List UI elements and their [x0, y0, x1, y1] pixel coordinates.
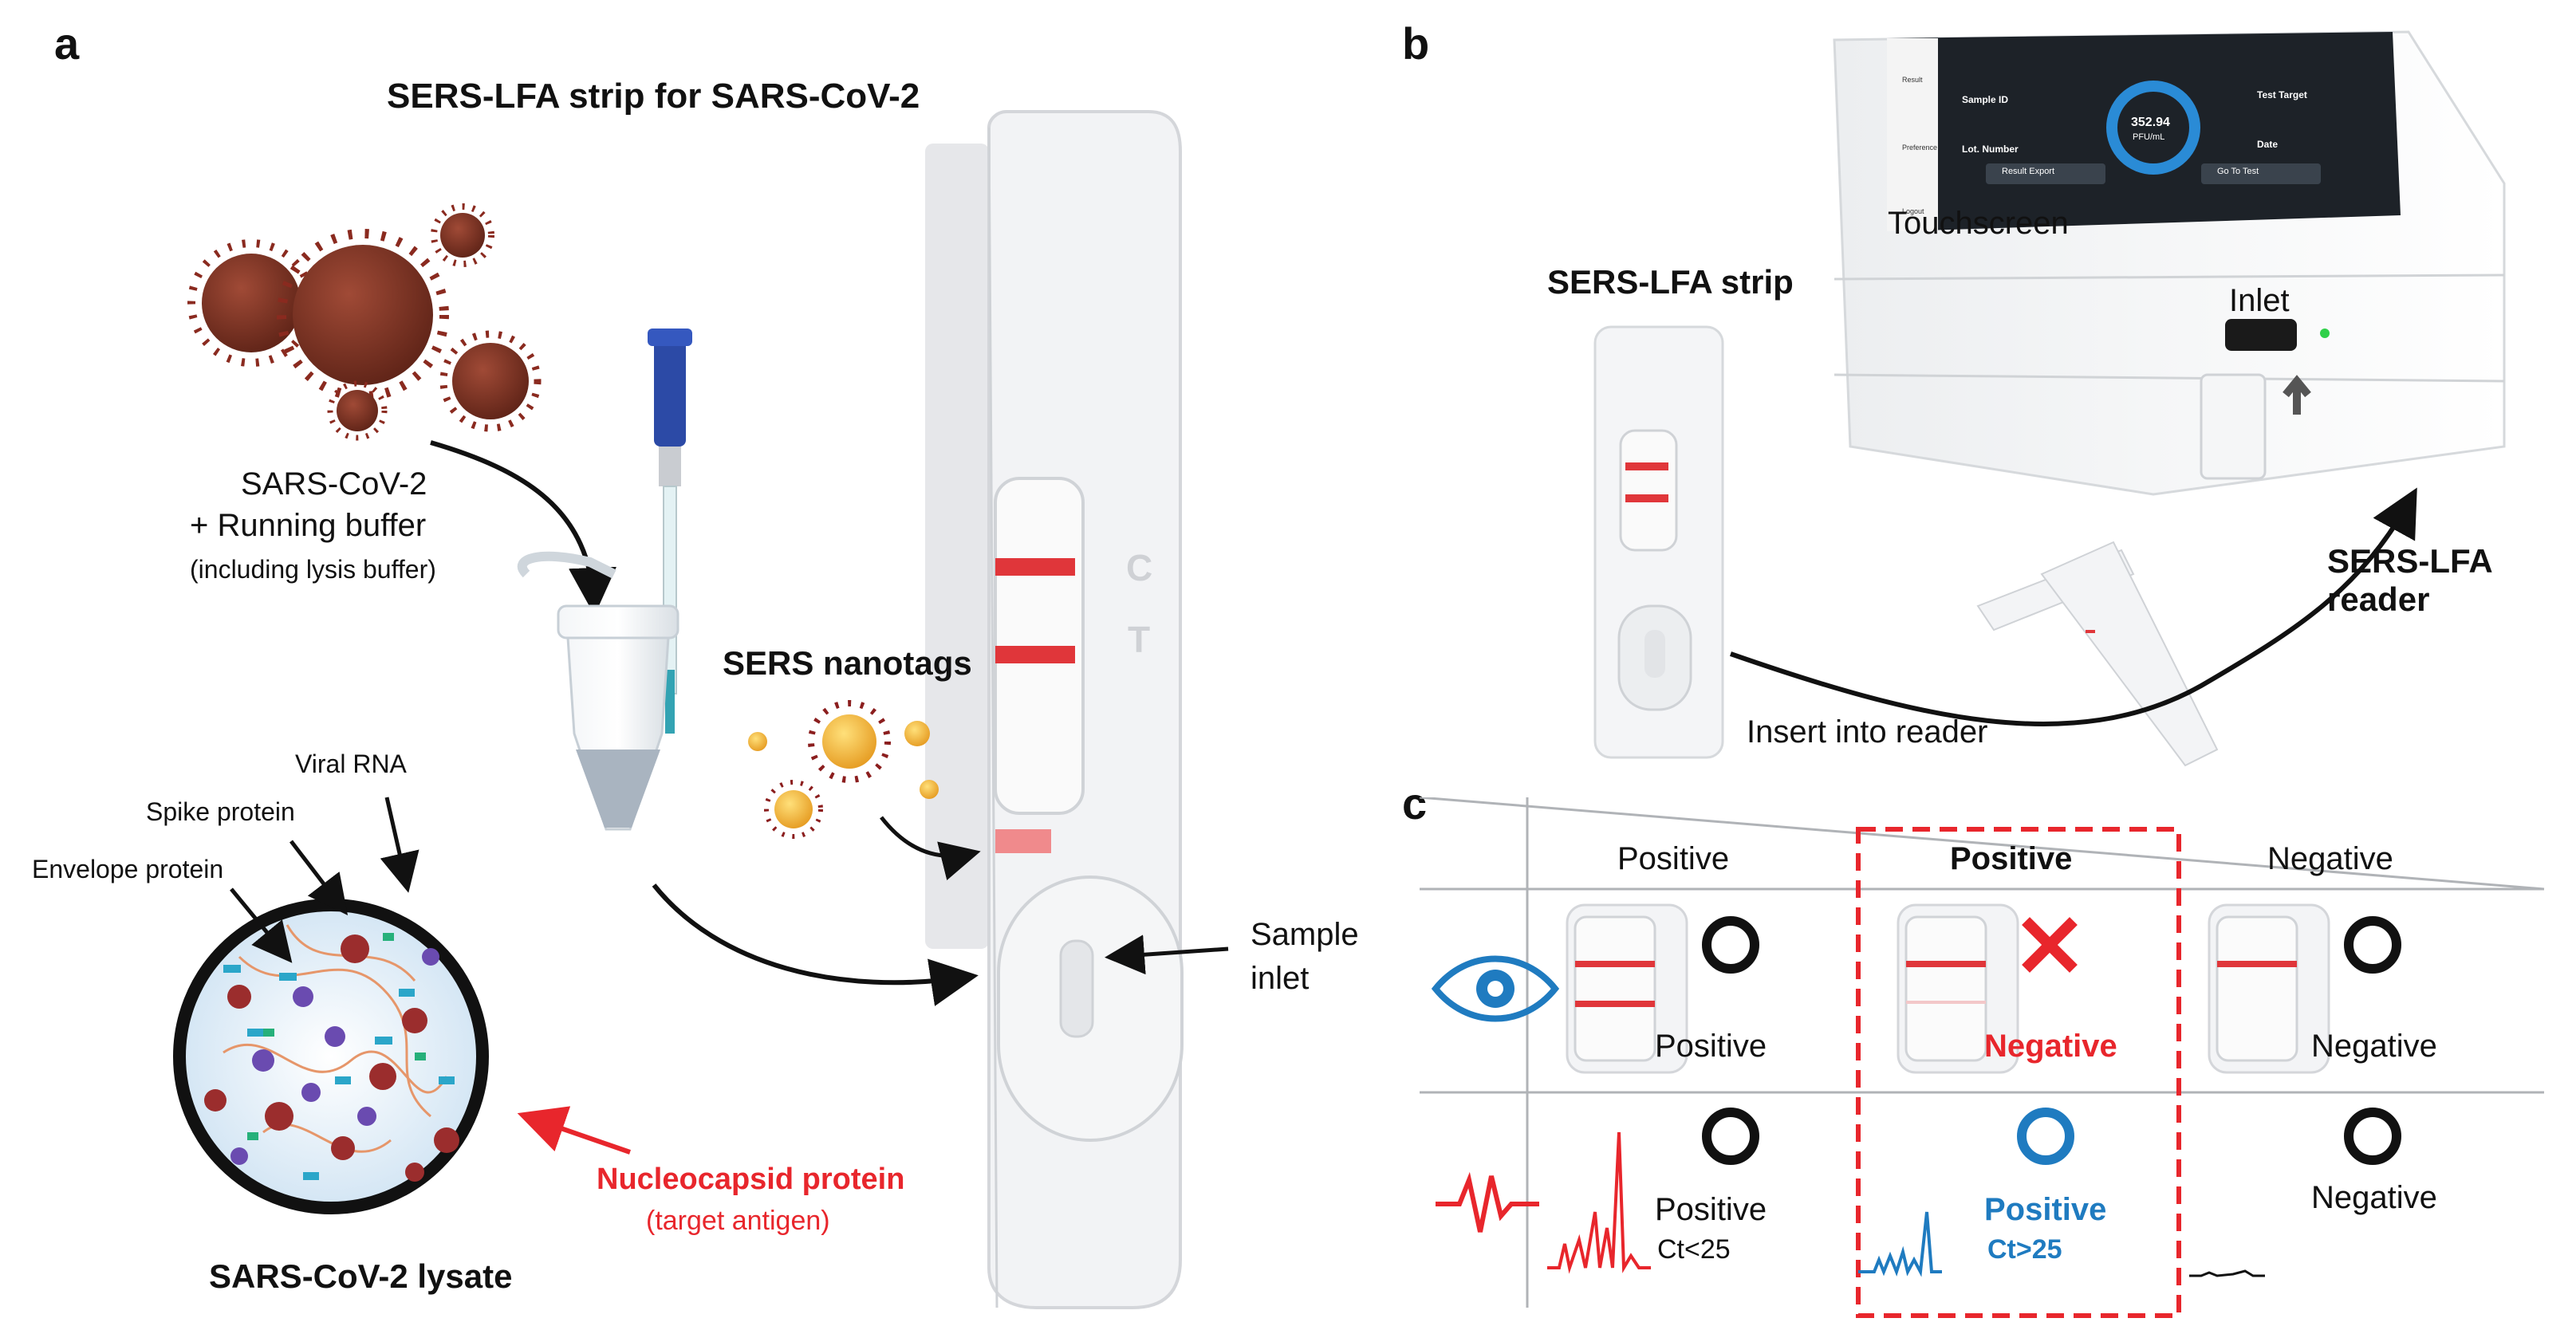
front-lfa-strip — [1593, 325, 1724, 759]
nucleocapsid-pointer-arrow — [517, 1106, 631, 1155]
sers-ct-col2: Ct>25 — [1987, 1234, 2062, 1265]
spike-proteins — [230, 948, 439, 1165]
virus-particles — [187, 203, 542, 441]
tube-to-strip-arrow — [652, 883, 979, 1006]
spectrum-weak — [1858, 1211, 1942, 1277]
screen-lot-number: Lot. Number — [1962, 144, 2019, 155]
strip-c-mark: C — [1126, 547, 1153, 588]
inlet-label: Inlet — [2229, 283, 2290, 318]
spike-pointer-arrow — [290, 840, 349, 915]
nucleocapsid-label: Nucleocapsid protein — [597, 1163, 905, 1196]
target-antigen-label: (target antigen) — [646, 1206, 830, 1236]
strip-t-mark: T — [1128, 619, 1151, 660]
swab — [648, 329, 692, 734]
rna-markers — [247, 933, 426, 1140]
sample-inlet-label-line1: Sample — [1251, 917, 1359, 952]
screen-value: 352.94 — [2131, 116, 2170, 129]
sers-result-col1: Positive — [1655, 1192, 1767, 1227]
mini-strip-positive — [1566, 903, 1688, 1074]
screen-unit: PFU/mL — [2133, 132, 2165, 142]
screen-sample-id: Sample ID — [1962, 94, 2009, 105]
visual-result-col3: Negative — [2311, 1029, 2437, 1064]
visual-result-col1: Positive — [1655, 1029, 1767, 1064]
cross-result-icon — [2022, 917, 2078, 973]
panel-b-letter: b — [1402, 18, 1430, 69]
screen-go-to-test-button[interactable]: Go To Test — [2217, 167, 2259, 176]
panel-c-letter: c — [1402, 778, 1428, 828]
viral-rna-label: Viral RNA — [295, 750, 407, 778]
circle-result-icon — [2344, 1108, 2401, 1165]
nanotag-to-strip-arrow — [880, 816, 981, 880]
screen-menu-result[interactable]: Result — [1902, 76, 1923, 84]
sers-ct-col1: Ct<25 — [1657, 1234, 1731, 1265]
microcentrifuge-tube — [517, 551, 679, 831]
spectrum-strong — [1547, 1131, 1651, 1274]
signal-icon — [1436, 1171, 1539, 1233]
touchscreen-label: Touchscreen — [1888, 206, 2069, 241]
screen-menu-logout[interactable]: Logout — [1902, 207, 1924, 215]
lysate-magnified-view — [173, 899, 489, 1214]
sers-lfa-reader — [1833, 30, 2506, 496]
lysate-label: SARS-CoV-2 lysate — [209, 1257, 513, 1295]
circle-result-icon — [1702, 1108, 1759, 1165]
virus-label-line3: (including lysis buffer) — [190, 555, 436, 584]
screen-result-export-button[interactable]: Result Export — [2002, 167, 2055, 176]
status-led — [2320, 329, 2330, 338]
sers-result-col2: Positive — [1984, 1192, 2107, 1227]
blue-circle-result-icon — [2017, 1108, 2074, 1165]
sample-inlet-label-line2: inlet — [1251, 961, 1310, 996]
virus-particle — [187, 239, 315, 367]
circle-result-icon — [1702, 916, 1759, 974]
eye-icon — [1431, 955, 1560, 1022]
loose-strips — [1976, 541, 2219, 767]
nanotags-label: SERS nanotags — [723, 644, 972, 682]
virus-label-line2: + Running buffer — [190, 508, 427, 543]
virus-to-tube-arrow — [430, 440, 616, 616]
large-lfa-strip — [925, 110, 1184, 1309]
sample-inlet-pointer-arrow — [1105, 934, 1229, 975]
header-col2: Positive — [1950, 841, 2073, 876]
highlight-box — [1856, 827, 2181, 1318]
spectrum-flat — [2189, 1269, 2265, 1277]
screen-menu-preference[interactable]: Preference — [1902, 144, 1938, 151]
virus-particle — [439, 330, 542, 432]
sers-result-col3: Negative — [2311, 1180, 2437, 1215]
header-col1: Positive — [1617, 841, 1730, 876]
sers-nanotags — [748, 700, 939, 839]
insert-arrow — [1730, 487, 2417, 726]
envelope-pointer-arrow — [230, 887, 293, 963]
panel-a-letter: a — [54, 18, 80, 69]
header-col3: Negative — [2267, 841, 2393, 876]
panel-c-table — [1419, 797, 2545, 1318]
reader-inlet-slot — [2225, 319, 2297, 351]
virus-particle — [431, 203, 494, 267]
mini-strip-weak-positive — [1897, 903, 2019, 1074]
virus-label-line1: SARS-CoV-2 — [241, 466, 427, 502]
visual-result-col2: Negative — [1984, 1029, 2117, 1064]
mini-strip-negative — [2208, 903, 2330, 1074]
envelope-protein-label: Envelope protein — [32, 855, 224, 883]
rna-pointer-arrow — [380, 797, 419, 893]
panel-a-title: SERS-LFA strip for SARS-CoV-2 — [387, 77, 920, 116]
screen-date: Date — [2257, 139, 2279, 150]
reader-label: SERS-LFA reader — [2327, 542, 2492, 618]
insert-label: Insert into reader — [1747, 714, 1988, 750]
panel-a-illustration — [173, 110, 1229, 1309]
strip-label: SERS-LFA strip — [1547, 263, 1794, 301]
virus-particle — [277, 229, 449, 401]
touchscreen-display — [1887, 32, 2401, 231]
screen-test-target: Test Target — [2257, 89, 2307, 100]
nucleocapsid-proteins — [204, 934, 459, 1182]
circle-result-icon — [2344, 916, 2401, 974]
spike-protein-label: Spike protein — [146, 797, 295, 826]
virus-particle — [327, 380, 388, 441]
panel-b-illustration — [1593, 30, 2506, 767]
envelope-proteins — [223, 965, 455, 1180]
